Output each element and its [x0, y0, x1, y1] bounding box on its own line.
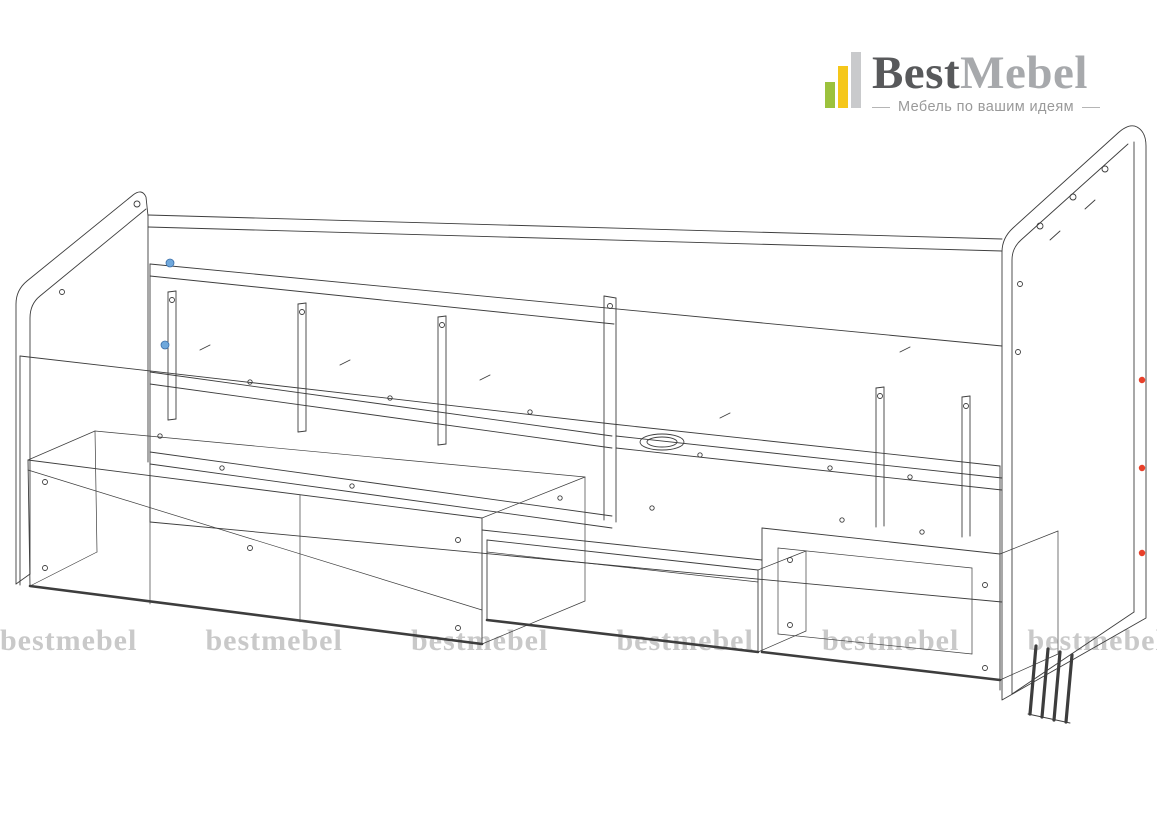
top-rails — [147, 214, 1003, 347]
left-side-panel — [15, 191, 149, 585]
legs — [1027, 644, 1074, 724]
red-edge-marker — [1138, 464, 1146, 472]
drawer-middle — [481, 529, 807, 654]
logo-bars-icon — [824, 52, 861, 108]
blue-fitting-marker — [160, 340, 170, 350]
drawer-left — [27, 430, 586, 646]
watermark-text: bestmebel — [0, 624, 138, 657]
brand-name-best: Best — [871, 47, 961, 99]
tagline-rule-left — [871, 106, 890, 108]
tagline-rule-right — [1082, 106, 1100, 108]
blue-fitting-marker — [165, 258, 175, 268]
right-side-panel — [1001, 125, 1147, 701]
brand-tagline: Мебель по вашим идеям — [897, 99, 1074, 115]
brand-text-block: BestMebel Мебель по вашим идеям — [871, 48, 1100, 115]
hardware-fittings — [157, 344, 925, 535]
brand-tagline-row: Мебель по вашим идеям — [871, 99, 1100, 115]
watermark-text: bestmebel — [205, 624, 343, 657]
carcass-outline — [19, 263, 1003, 691]
drawer-right — [760, 527, 1059, 682]
watermark-text: bestmebel — [822, 624, 960, 657]
brand-name: BestMebel — [872, 48, 1100, 98]
brand-logo: BestMebel Мебель по вашим идеям — [824, 48, 1100, 115]
watermark-text: bestmebel — [411, 624, 549, 657]
red-edge-marker — [1138, 549, 1146, 557]
shelves — [149, 371, 1003, 529]
vertical-dividers — [167, 290, 971, 538]
red-edge-marker — [1138, 376, 1146, 384]
watermark-text: bestmebel — [616, 624, 754, 657]
assembly-markers — [160, 258, 1146, 557]
brand-name-mebel: Mebel — [960, 47, 1088, 99]
cable-hole — [639, 433, 685, 451]
